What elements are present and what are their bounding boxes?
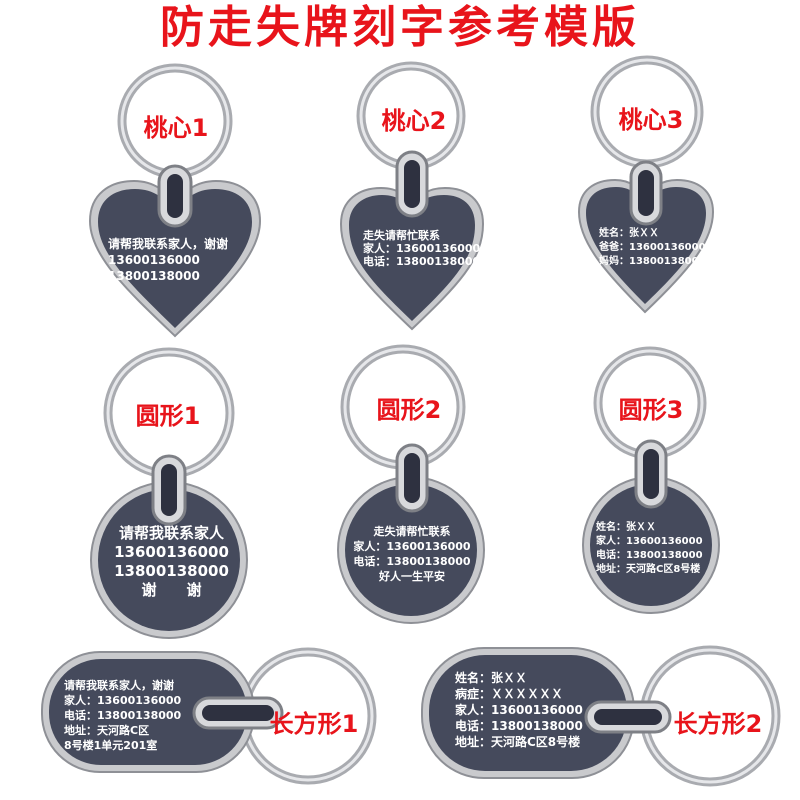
engraving-line: 地址：天河路C区 [64, 724, 150, 737]
engraving-line: 电话：13800138000 [64, 709, 182, 722]
engraving-line: 姓名：张ＸＸ [455, 671, 528, 685]
label-heart-2: 桃心2 [381, 107, 447, 135]
engraving-line: 病症：ＸＸＸＸＸＸ [455, 687, 564, 701]
rect-tag-2 [420, 630, 800, 800]
heart-tag-2 [331, 61, 541, 344]
heart-tag-3-graphic [577, 55, 715, 314]
engraving-line: 13800138000 [114, 562, 229, 580]
engraving-line: 姓名：张ＸＸ [599, 228, 659, 239]
round-tag-2 [337, 341, 537, 631]
engraving-heart-1: 请帮我联系家人，谢谢 13600136000 13800138000 [108, 236, 228, 284]
engraving-line: 电话：13800138000 [455, 719, 583, 733]
engraving-line: 请帮我联系家人 [118, 524, 224, 542]
engraving-line: 妈妈：13800138000 [599, 256, 706, 267]
engraving-line: 家人：13600136000 [363, 242, 481, 255]
page-title: 防走失牌刻字参考模版 [160, 2, 640, 53]
rect-tag-1-graphic [41, 647, 377, 785]
heart-tag-1-graphic [88, 63, 262, 338]
engraving-line: 电话：13800138000 [363, 255, 481, 268]
engraving-line: 13600136000 [108, 253, 200, 267]
round-tag-3-graphic [582, 346, 720, 614]
engraving-rect-1: 请帮我联系家人，谢谢 家人：13600136000 电话：13800138000… [64, 678, 181, 753]
engraving-line: 家人：13600136000 [353, 540, 471, 553]
round-tag-1 [80, 340, 280, 639]
engraving-line: 谢 谢 [141, 581, 202, 599]
engraving-line: 13600136000 [114, 543, 229, 561]
engraving-line: 地址：天河路C区8号楼 [455, 735, 581, 749]
label-rect-1: 长方形1 [269, 710, 359, 738]
engraving-line: 好人一生平安 [379, 570, 445, 583]
engraving-line: 请帮我联系家人，谢谢 [64, 679, 174, 692]
engraving-line: 走失请帮忙联系 [373, 525, 451, 538]
engraving-heart-2: 走失请帮忙联系 家人：13600136000 电话：13800138000 [363, 229, 480, 268]
engraving-line: 电话：13800138000 [596, 550, 703, 561]
label-heart-1: 桃心1 [143, 114, 209, 142]
engraving-heart-3: 姓名：张ＸＸ 爸爸：13600136000 妈妈：13800138000 [599, 227, 706, 269]
label-heart-3: 桃心3 [618, 106, 684, 134]
label-round-1: 圆形1 [135, 402, 201, 430]
engraving-line: 走失请帮忙联系 [363, 229, 440, 242]
round-tag-2-graphic [337, 344, 485, 624]
engraving-line: 姓名：张ＸＸ [596, 522, 656, 533]
engraving-line: 请帮我联系家人，谢谢 [108, 237, 229, 251]
engraving-rect-2: 姓名：张ＸＸ 病症：ＸＸＸＸＸＸ 家人：13600136000 电话：13800… [455, 670, 583, 750]
rect-tag-1 [40, 640, 400, 800]
round-tag-3 [580, 345, 790, 635]
engraving-round-2: 走失请帮忙联系 家人：13600136000 电话：13800138000 好人… [347, 524, 477, 584]
engraving-round-3: 姓名：张ＸＸ 家人：13600136000 电话：13800138000 地址：… [596, 521, 703, 577]
engraving-line: 家人：13600136000 [596, 536, 703, 547]
heart-tag-2-graphic [339, 61, 485, 331]
engraving-line: 家人：13600136000 [64, 694, 182, 707]
engraving-line: 爸爸：13600136000 [599, 242, 706, 253]
engraving-line: 电话：13800138000 [353, 555, 471, 568]
label-round-2: 圆形2 [376, 396, 442, 424]
engraving-line: 8号楼1单元201室 [64, 739, 158, 752]
label-round-3: 圆形3 [618, 396, 684, 424]
engraving-line: 家人：13600136000 [455, 703, 583, 717]
engraving-line: 地址：天河路C区8号楼 [596, 564, 701, 575]
round-tag-1-graphic [90, 347, 248, 639]
heart-tag-1 [88, 63, 298, 346]
engraving-line: 13800138000 [108, 269, 200, 283]
engraving-round-1: 请帮我联系家人 13600136000 13800138000 谢 谢 [99, 524, 244, 600]
rect-tag-2-graphic [421, 645, 781, 787]
label-rect-2: 长方形2 [673, 710, 763, 738]
heart-tag-3 [575, 50, 785, 330]
